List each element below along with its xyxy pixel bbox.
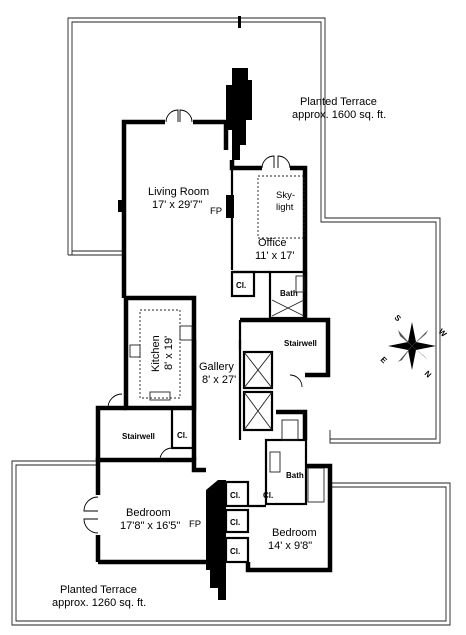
skylight-label-2: light — [276, 202, 294, 213]
terrace-tick — [238, 16, 241, 28]
kitchen-name: Kitchen — [150, 335, 162, 372]
bedroom-1-name: Bedroom — [126, 507, 171, 519]
office-name: Office — [258, 237, 287, 249]
living-room-name: Living Room — [148, 186, 209, 198]
gallery-name: Gallery — [199, 361, 234, 373]
stairwell-east — [238, 317, 331, 388]
terrace-top-outline — [67, 17, 441, 444]
office-closet-bath — [230, 270, 308, 320]
terrace-bottom-outline — [11, 460, 451, 626]
stairwell-west — [95, 393, 196, 461]
bedroom-2-name: Bedroom — [272, 527, 317, 539]
office-walls — [226, 160, 308, 320]
closet-2-label: Cl. — [230, 491, 240, 500]
office-size: 11' x 17' — [255, 250, 294, 262]
fireplace-bottom-label: FP — [189, 519, 201, 530]
compass-north: N — [423, 369, 434, 380]
stairwell-west-label: Stairwell — [122, 432, 155, 441]
terrace-top-name: Planted Terrace — [300, 96, 377, 108]
gallery-size: 8' x 27' — [202, 374, 236, 386]
closet-west-label: Cl. — [177, 431, 187, 440]
terrace-top-size: approx. 1600 sq. ft. — [292, 109, 386, 121]
kitchen-size: 8' x 19' — [163, 336, 175, 370]
closet-1-label: Cl. — [263, 491, 273, 500]
bedroom-2-size: 14' x 9'8" — [268, 540, 312, 552]
chimney-top — [226, 68, 252, 160]
office-door — [261, 155, 291, 169]
chimney-bottom — [206, 480, 226, 600]
closet-3-label: Cl. — [230, 518, 240, 527]
terrace-bottom-name: Planted Terrace — [60, 584, 137, 596]
elevators — [242, 350, 274, 432]
bath-bedroom-2 — [245, 409, 333, 573]
bedroom-1-size: 17'8" x 16'5" — [120, 520, 180, 532]
stairwell-east-label: Stairwell — [284, 339, 317, 348]
bedroom-1-walls — [83, 457, 206, 565]
compass-west: W — [437, 327, 449, 339]
terrace-bottom-size: approx. 1260 sq. ft. — [52, 597, 146, 609]
closet-office-label: Cl. — [236, 281, 246, 290]
closets-south — [224, 480, 250, 564]
living-room-size: 17' x 29'7" — [152, 199, 202, 211]
closet-4-label: Cl. — [230, 547, 240, 556]
compass-south: S — [393, 313, 404, 324]
bath-office-label: Bath — [280, 289, 298, 298]
compass-east: E — [379, 355, 390, 366]
fireplace-top-label: FP — [210, 206, 222, 217]
bath-south-label: Bath — [286, 471, 304, 480]
skylight-label-1: Sky- — [276, 190, 295, 201]
living-room-door — [165, 109, 193, 123]
gallery-walls — [191, 340, 242, 460]
living-room-walls — [118, 119, 229, 298]
compass-rose — [388, 322, 436, 370]
